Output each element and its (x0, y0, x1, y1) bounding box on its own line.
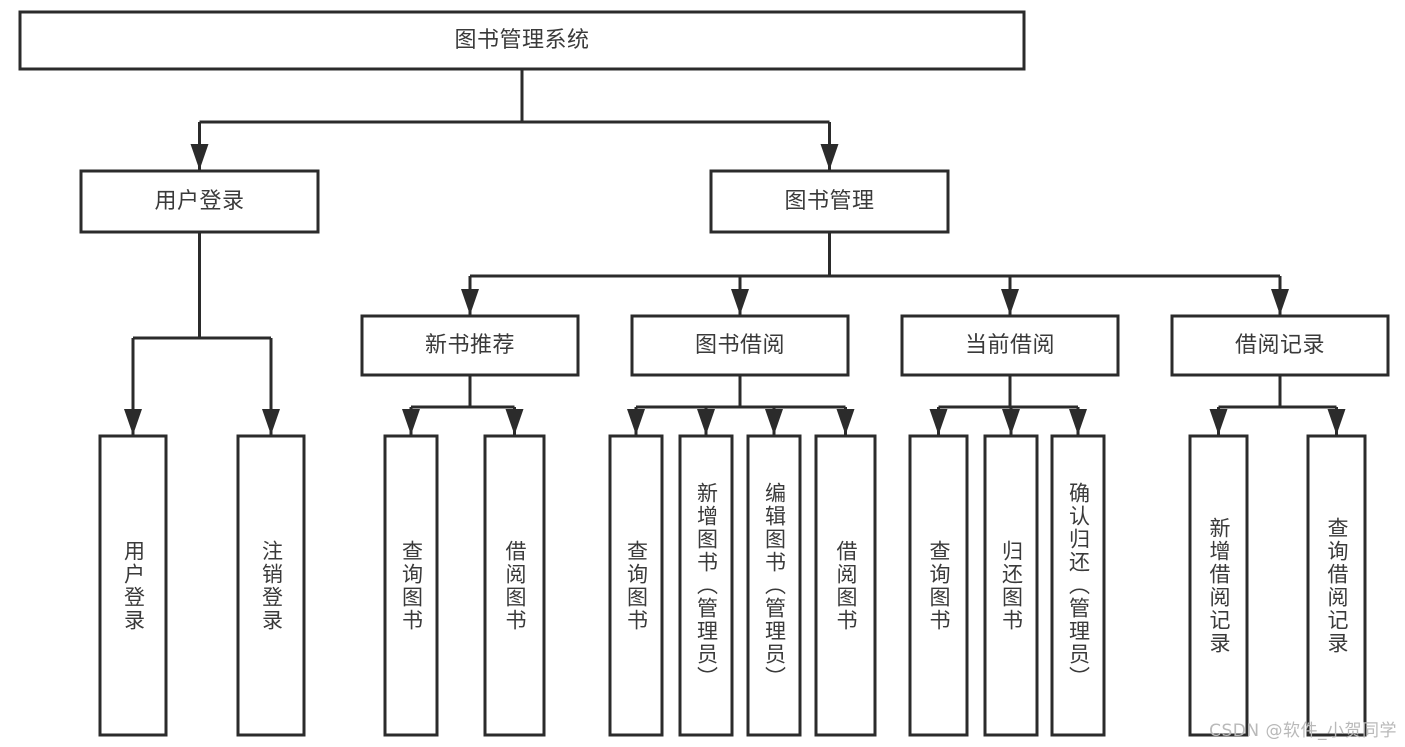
node-box-leaf-user-login[interactable] (98, 434, 168, 737)
arrow-head-current-borrow (1001, 289, 1019, 315)
node-box-user-login[interactable] (79, 169, 320, 234)
arrow-head-leaf-return-book (1002, 409, 1020, 435)
watermark-text: CSDN @软件_小贺同学 (1209, 721, 1397, 741)
node-box-leaf-borrow-book[interactable] (814, 434, 877, 737)
arrow-head-user-login (190, 144, 209, 170)
arrow-head-leaf-user-login (124, 409, 142, 435)
arrow-head-leaf-confirm-return-admin (1069, 409, 1087, 435)
arrow-head-leaf-add-borrow-record (1209, 409, 1228, 435)
node-box-new-book-recommend[interactable] (360, 314, 580, 377)
node-box-root[interactable] (18, 10, 1026, 71)
arrow-head-leaf-query-borrow-record (1327, 409, 1346, 435)
arrow-head-leaf-borrow-book (836, 409, 855, 435)
arrow-head-leaf-user-logout (262, 409, 280, 435)
node-box-leaf-borrow-book-rec[interactable] (483, 434, 546, 737)
node-box-leaf-query-book-rec[interactable] (383, 434, 439, 737)
arrow-head-book-manage (820, 144, 839, 170)
node-box-leaf-query-book-borrow[interactable] (608, 434, 664, 737)
arrow-head-leaf-query-book-rec (402, 409, 420, 435)
arrow-head-leaf-query-book-cur (929, 409, 948, 435)
node-box-leaf-add-book-admin[interactable] (678, 434, 734, 737)
node-box-leaf-edit-book-admin[interactable] (746, 434, 802, 737)
node-box-leaf-return-book[interactable] (983, 434, 1039, 737)
node-box-leaf-user-logout[interactable] (236, 434, 306, 737)
node-box-leaf-confirm-return-admin[interactable] (1050, 434, 1106, 737)
node-box-leaf-query-borrow-record[interactable] (1306, 434, 1367, 737)
arrow-head-new-book-recommend (461, 289, 479, 315)
arrow-head-leaf-borrow-book-rec (505, 409, 524, 435)
arrow-head-book-borrow (731, 289, 749, 315)
node-box-borrow-record[interactable] (1170, 314, 1390, 377)
arrow-head-leaf-query-book-borrow (627, 409, 645, 435)
node-box-leaf-query-book-cur[interactable] (908, 434, 969, 737)
node-box-book-manage[interactable] (709, 169, 950, 234)
arrow-head-leaf-add-book-admin (697, 409, 715, 435)
arrow-head-borrow-record (1271, 289, 1289, 315)
node-box-leaf-add-borrow-record[interactable] (1188, 434, 1249, 737)
arrow-head-leaf-edit-book-admin (765, 409, 783, 435)
node-box-current-borrow[interactable] (900, 314, 1120, 377)
node-box-book-borrow[interactable] (630, 314, 850, 377)
